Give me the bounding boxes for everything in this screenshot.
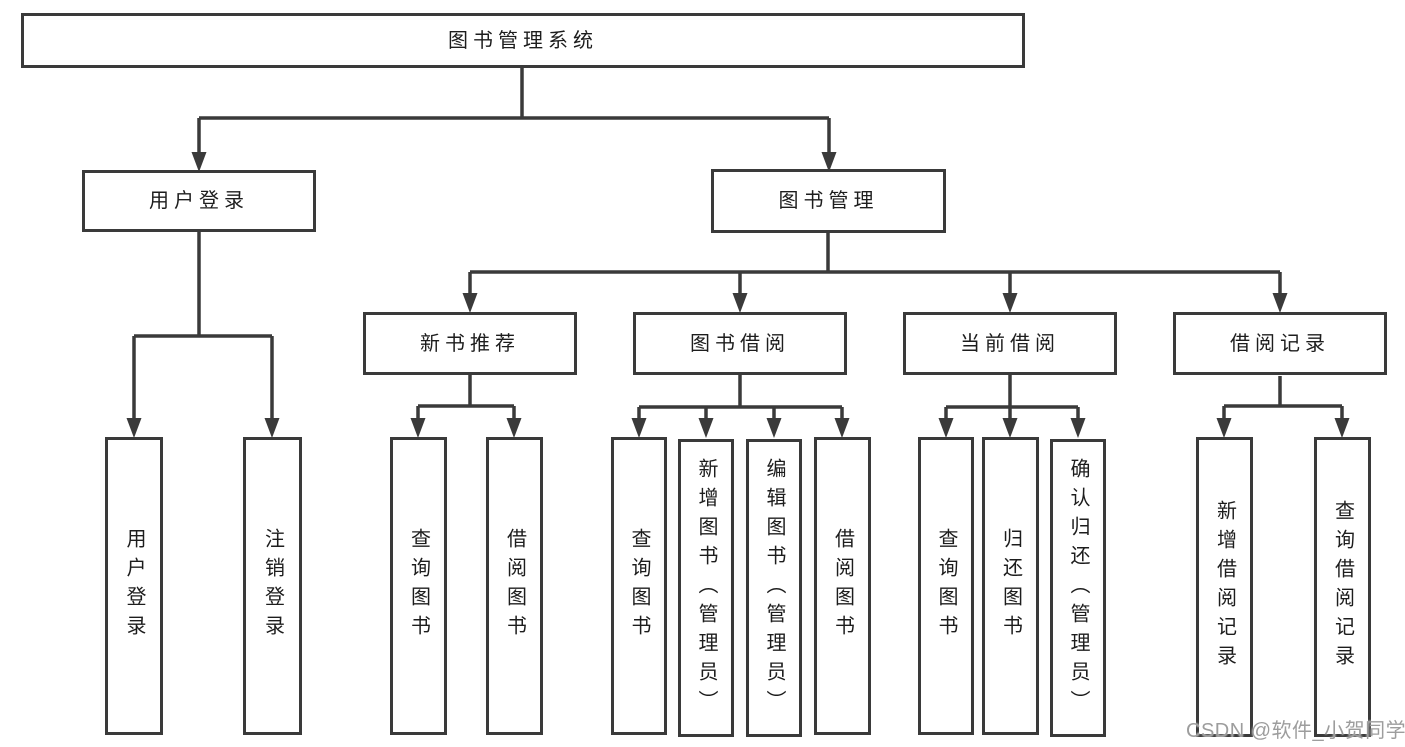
connector-borrow-records-children: [1216, 376, 1350, 438]
leaf-query-books-recommend: 查询图书: [390, 437, 447, 735]
leaf-edit-books-admin: 编辑图书（管理员）: [746, 439, 802, 737]
arrow-down-icon: [506, 418, 522, 438]
connector-root-to-level2: [191, 68, 837, 172]
leaf-borrow-books: 借阅图书: [814, 437, 871, 735]
arrow-down-icon: [264, 418, 280, 438]
connector-book-borrow-children: [631, 375, 850, 438]
arrow-down-icon: [698, 418, 714, 438]
node-new-book-recommend: 新书推荐: [363, 312, 577, 375]
connector-user-login-children: [126, 232, 280, 438]
arrow-down-icon: [766, 418, 782, 438]
arrow-down-icon: [1216, 418, 1232, 438]
arrow-down-icon: [1334, 418, 1350, 438]
node-current-borrow: 当前借阅: [903, 312, 1117, 375]
leaf-add-borrow-record: 新增借阅记录: [1196, 437, 1253, 737]
connector-book-management-children: [462, 232, 1288, 313]
leaf-borrow-books-recommend: 借阅图书: [486, 437, 543, 735]
watermark: CSDN @软件_小贺同学: [1186, 720, 1405, 742]
arrow-down-icon: [126, 418, 142, 438]
node-user-login: 用户登录: [82, 170, 316, 232]
arrow-down-icon: [821, 152, 837, 172]
arrow-down-icon: [1070, 418, 1086, 438]
leaf-add-books-admin: 新增图书（管理员）: [678, 439, 734, 737]
leaf-return-books: 归还图书: [982, 437, 1039, 735]
node-book-borrow: 图书借阅: [633, 312, 847, 375]
arrow-down-icon: [631, 418, 647, 438]
connector-current-borrow-children: [938, 374, 1086, 438]
arrow-down-icon: [191, 152, 207, 172]
arrow-down-icon: [834, 418, 850, 438]
node-book-management: 图书管理: [711, 169, 946, 233]
arrow-down-icon: [410, 418, 426, 438]
connector-new-book-children: [410, 374, 522, 438]
arrow-down-icon: [1002, 293, 1018, 313]
leaf-query-borrow-record: 查询借阅记录: [1314, 437, 1371, 737]
leaf-logout: 注销登录: [243, 437, 302, 735]
leaf-user-login: 用户登录: [105, 437, 163, 735]
arrow-down-icon: [462, 293, 478, 313]
arrow-down-icon: [938, 418, 954, 438]
leaf-query-books-current: 查询图书: [918, 437, 974, 735]
node-borrow-records: 借阅记录: [1173, 312, 1387, 375]
arrow-down-icon: [1002, 418, 1018, 438]
node-root-system: 图书管理系统: [21, 13, 1025, 68]
leaf-query-books-borrow: 查询图书: [611, 437, 667, 735]
arrow-down-icon: [732, 293, 748, 313]
leaf-confirm-return-admin: 确认归还（管理员）: [1050, 439, 1106, 737]
arrow-down-icon: [1272, 293, 1288, 313]
